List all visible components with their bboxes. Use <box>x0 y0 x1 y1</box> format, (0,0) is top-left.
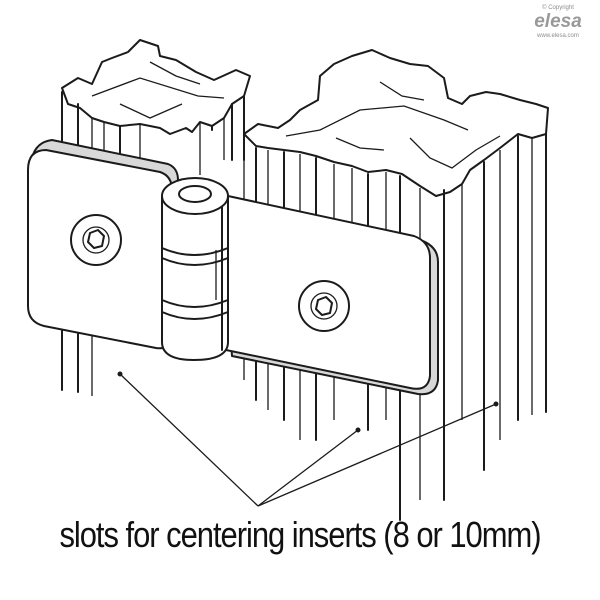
callout-leader-lines <box>117 371 499 507</box>
right-hinge-leaf <box>211 194 439 396</box>
logo-copyright-text: © Copyright <box>542 5 574 11</box>
left-hinge-leaf <box>27 139 179 350</box>
hinge-knuckle <box>161 177 229 361</box>
logo-brand-text: elesa <box>534 11 582 32</box>
callout-dot-right <box>493 401 499 407</box>
logo-website-text: www.elesa.com <box>537 33 579 39</box>
callout-dot-middle <box>355 427 361 433</box>
diagram-caption: slots for centering inserts (8 or 10mm) <box>59 514 541 555</box>
callout-dot-left <box>117 371 123 377</box>
elesa-logo: © Copyright elesa www.elesa.com <box>526 4 590 40</box>
